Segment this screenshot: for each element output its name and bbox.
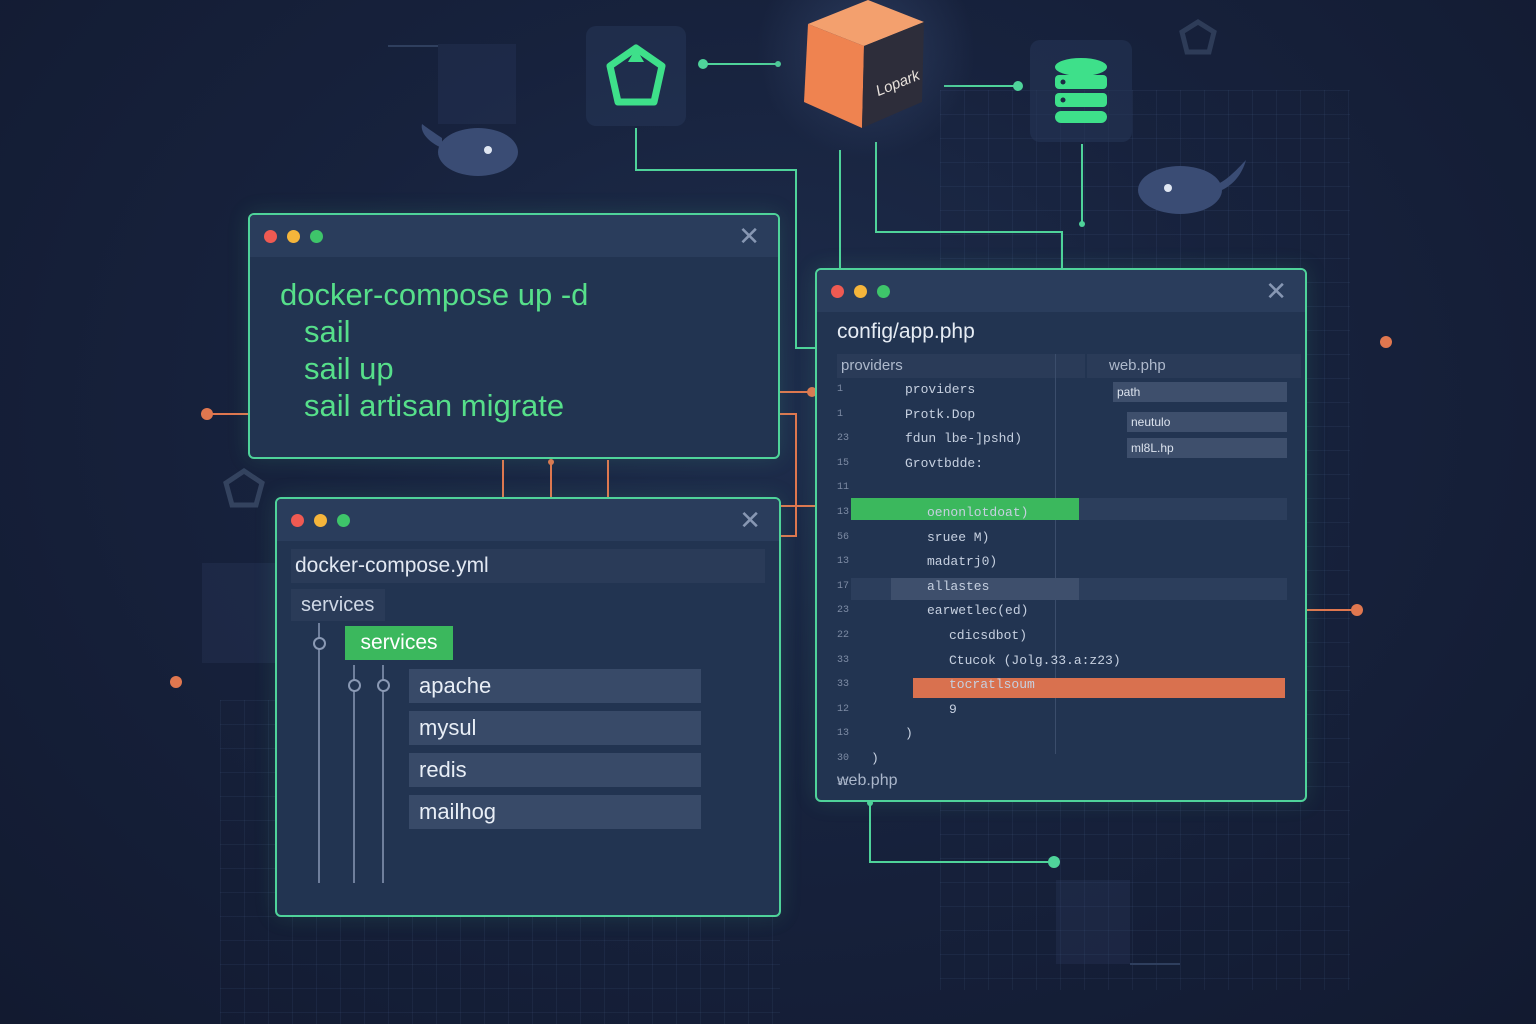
cube-icon[interactable]: Lopark <box>796 0 936 134</box>
compose-titlebar: ✕ <box>277 499 779 541</box>
background-square <box>1056 880 1130 964</box>
line-number: 13 <box>837 556 850 568</box>
database-node[interactable] <box>1030 40 1132 142</box>
right-item[interactable]: ml8L.hp <box>1127 438 1287 458</box>
terminal-line: sail artisan migrate <box>304 388 565 423</box>
close-icon[interactable]: ✕ <box>738 221 760 251</box>
tree-line <box>353 665 355 883</box>
terminal-titlebar: ✕ <box>250 215 778 257</box>
line-number: 17 <box>837 580 850 592</box>
right-item[interactable]: neutulo <box>1127 412 1287 432</box>
file-title: docker-compose.yml <box>291 549 765 583</box>
service-item[interactable]: redis <box>409 753 701 787</box>
code-line: ) <box>871 751 879 766</box>
code-line: Protk.Dop <box>905 406 976 422</box>
line-number: 23 <box>837 433 850 445</box>
line-number: 11 <box>837 482 850 494</box>
code-line: ) <box>905 726 913 742</box>
config-titlebar: ✕ <box>817 270 1305 312</box>
maximize-dot[interactable] <box>310 230 323 243</box>
service-item[interactable]: mailhog <box>409 795 701 829</box>
highlight-bar-orange <box>913 678 1285 698</box>
tree-node <box>377 679 390 692</box>
service-item[interactable]: apache <box>409 669 701 703</box>
background-square <box>438 44 516 124</box>
code-line: madatrj0) <box>927 554 998 570</box>
line-number: 56 <box>837 531 850 543</box>
maximize-dot[interactable] <box>337 514 350 527</box>
line-number: 30 <box>837 753 850 764</box>
tree-line <box>382 665 384 883</box>
code-line: Grovtbdde: <box>905 455 984 471</box>
services-group[interactable]: services <box>345 626 453 660</box>
code-line: fdun lbe-]pshd) <box>905 431 1023 447</box>
terminal-line: sail up <box>304 351 394 386</box>
tree-node <box>348 679 361 692</box>
pentagon-logo-icon <box>606 44 666 106</box>
faint-pentagon-icon <box>1179 19 1217 55</box>
terminal-window[interactable]: ✕ docker-compose up -d sail sail up sail… <box>248 213 780 459</box>
pentagon-node[interactable] <box>586 26 686 126</box>
compose-window[interactable]: ✕ docker-compose.yml services services a… <box>275 497 781 917</box>
line-number: 1 <box>837 408 844 420</box>
line-number: 31 <box>837 777 850 789</box>
code-line: 9 <box>949 701 957 717</box>
column-header-web: web.php <box>1087 354 1301 378</box>
close-icon[interactable]: ✕ <box>739 505 761 535</box>
line-number: 13 <box>837 728 850 740</box>
close-dot[interactable] <box>831 285 844 298</box>
highlight-bar-green <box>851 498 1079 520</box>
code-line: tocratlsoum <box>949 677 1035 693</box>
section-label[interactable]: services <box>291 589 385 621</box>
column-divider <box>1055 354 1056 754</box>
maximize-dot[interactable] <box>877 285 890 298</box>
database-icon <box>1055 58 1107 123</box>
docker-whale-icon <box>421 124 518 176</box>
line-number: 15 <box>837 457 850 469</box>
line-number: 13 <box>837 507 850 518</box>
line-number: 23 <box>837 605 850 617</box>
code-line: providers <box>905 382 976 397</box>
line-number: 22 <box>837 630 850 641</box>
close-dot[interactable] <box>291 514 304 527</box>
code-line: oenonlotdoat) <box>927 505 1029 520</box>
service-item[interactable]: mysul <box>409 711 701 745</box>
footer-label: web.php <box>837 772 898 789</box>
code-line: cdicsdbot) <box>949 628 1028 643</box>
config-window[interactable]: ✕ config/app.php providers web.php 1 prov… <box>815 268 1307 802</box>
right-item[interactable]: path <box>1113 382 1287 402</box>
code-line: sruee M) <box>927 529 990 545</box>
terminal-line: sail <box>304 314 351 349</box>
code-line: Ctucok (Jolg.33.a:z23) <box>949 652 1121 668</box>
code-line: allastes <box>927 578 990 594</box>
close-dot[interactable] <box>264 230 277 243</box>
faint-pentagon-icon <box>223 467 265 508</box>
tree-line <box>318 623 320 883</box>
highlight-bar-dark <box>891 578 1079 600</box>
column-header-providers: providers <box>837 354 1085 378</box>
close-icon[interactable]: ✕ <box>1265 276 1287 306</box>
code-line: earwetlec(ed) <box>927 603 1029 619</box>
tree-node <box>313 637 326 650</box>
terminal-line: docker-compose up -d <box>280 277 589 312</box>
minimize-dot[interactable] <box>854 285 867 298</box>
docker-whale-icon <box>1138 160 1246 214</box>
background-square <box>202 563 282 663</box>
line-number: 33 <box>837 679 850 691</box>
line-number: 12 <box>837 703 850 715</box>
line-number: 33 <box>837 654 850 666</box>
minimize-dot[interactable] <box>287 230 300 243</box>
minimize-dot[interactable] <box>314 514 327 527</box>
file-title: config/app.php <box>837 320 975 343</box>
line-number: 1 <box>837 384 844 395</box>
